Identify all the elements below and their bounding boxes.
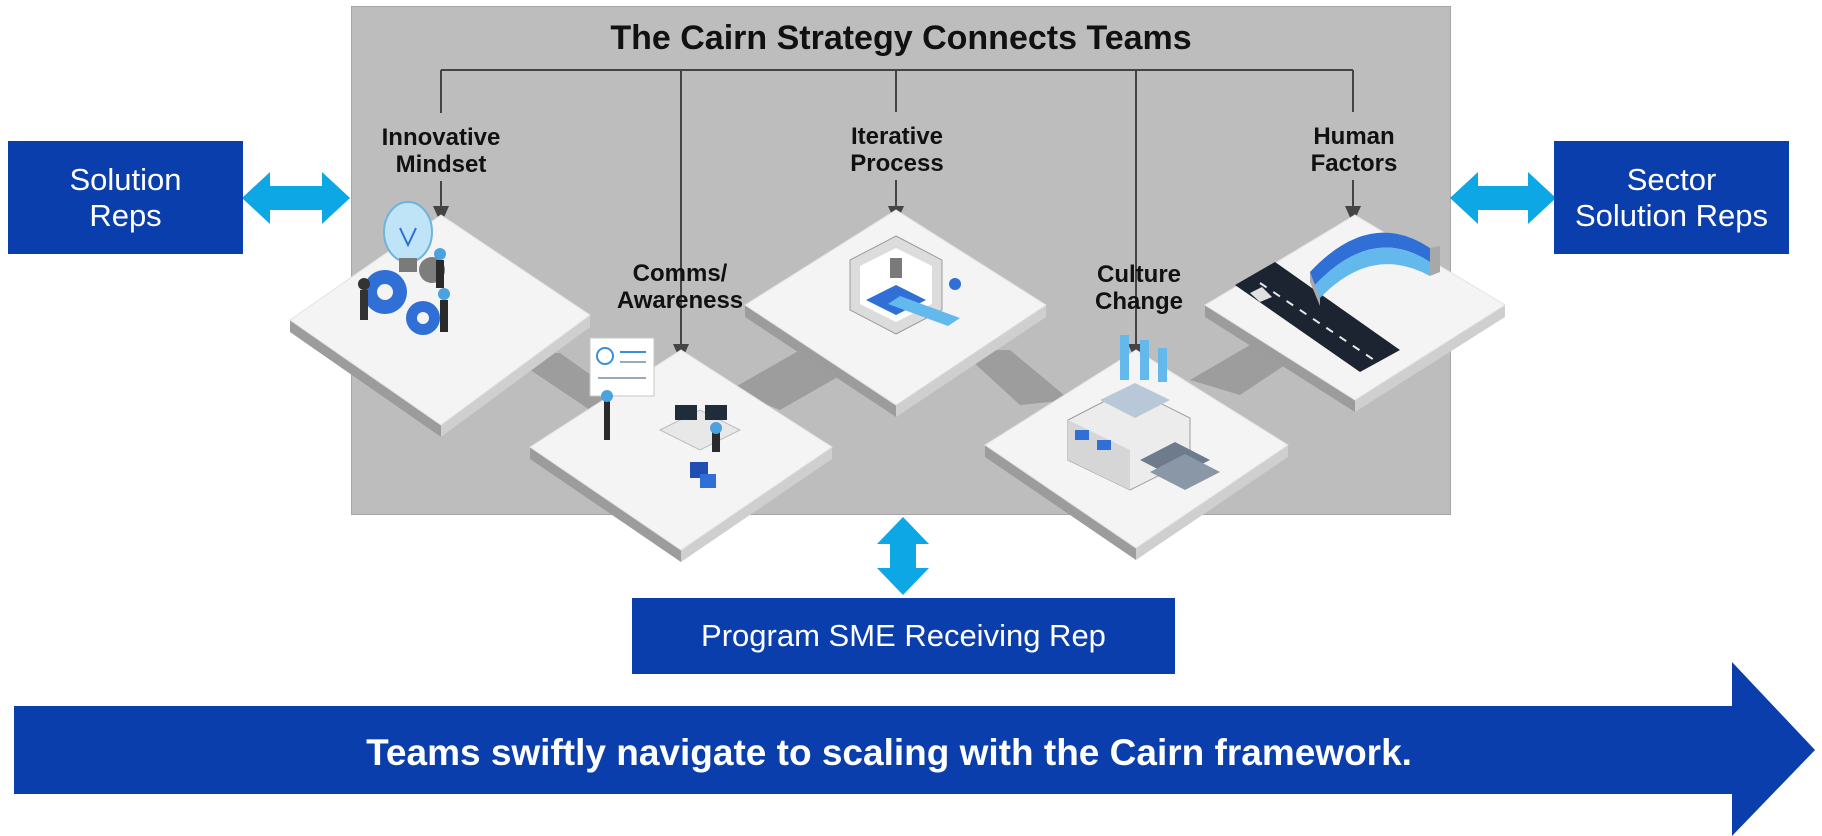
pillar-label-iterative-process: Iterative Process (850, 123, 944, 177)
banner-arrow (14, 662, 1815, 836)
pillar-label-human-factors: Human Factors (1310, 123, 1398, 177)
lightbulb-gears-team-icon (358, 201, 450, 335)
pillar-label-comms-awareness: Comms/ Awareness (616, 260, 744, 314)
banner-message: Teams swiftly navigate to scaling with t… (366, 732, 1412, 773)
diagram-title: The Cairn Strategy Connects Teams (610, 19, 1192, 57)
solution-reps-label: Solution Reps (69, 161, 182, 233)
sector-solution-reps-box: Sector Solution Reps (1554, 141, 1789, 254)
program-sme-receiving-rep-label: Program SME Receiving Rep (701, 618, 1106, 653)
factory-building-icon (1067, 335, 1220, 491)
left-double-arrow (242, 172, 350, 224)
solution-reps-box: Solution Reps (8, 141, 243, 254)
right-double-arrow (1450, 172, 1556, 224)
control-room-monitors-icon (589, 337, 742, 488)
sector-solution-reps-label: Sector Solution Reps (1574, 161, 1768, 233)
vertical-double-arrow (877, 517, 929, 595)
pillar-label-culture-change: Culture Change (1094, 261, 1183, 315)
title-leader-lines (433, 69, 1361, 362)
program-sme-receiving-rep-box: Program SME Receiving Rep (632, 598, 1175, 674)
3d-printer-icon (849, 235, 961, 335)
pillar-label-innovative-mindset: Innovative Mindset (381, 124, 501, 178)
aircraft-hangar-runway-icon (1235, 232, 1440, 372)
